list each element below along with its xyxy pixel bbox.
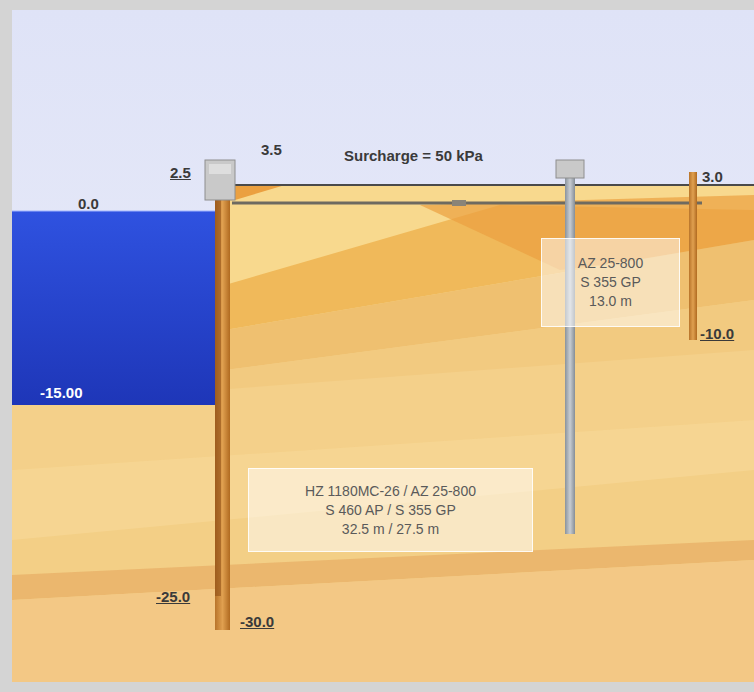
elevation-label: -10.0 <box>700 325 734 342</box>
seabed-label: -15.00 <box>40 384 83 401</box>
elevation-label: -25.0 <box>156 588 190 605</box>
spec-text: S 355 GP <box>550 273 671 292</box>
spec-text: HZ 1180MC-26 / AZ 25-800 <box>257 482 524 501</box>
elevation-label: 3.0 <box>702 168 723 185</box>
surcharge-label: Surcharge = 50 kPa <box>344 147 483 164</box>
spec-text: 13.0 m <box>550 292 671 311</box>
main-wall-spec-box: HZ 1180MC-26 / AZ 25-800S 460 AP / S 355… <box>248 468 533 552</box>
sheet-pile-spec-box: AZ 25-800S 355 GP13.0 m <box>541 238 680 327</box>
dimension-label: 3.5 <box>261 141 282 158</box>
elevation-label: -30.0 <box>240 613 274 630</box>
spec-text: 32.5 m / 27.5 m <box>257 520 524 539</box>
spec-text: S 460 AP / S 355 GP <box>257 501 524 520</box>
water-level-label: 0.0 <box>78 195 99 212</box>
elevation-label: 2.5 <box>170 164 191 181</box>
spec-text: AZ 25-800 <box>550 254 671 273</box>
